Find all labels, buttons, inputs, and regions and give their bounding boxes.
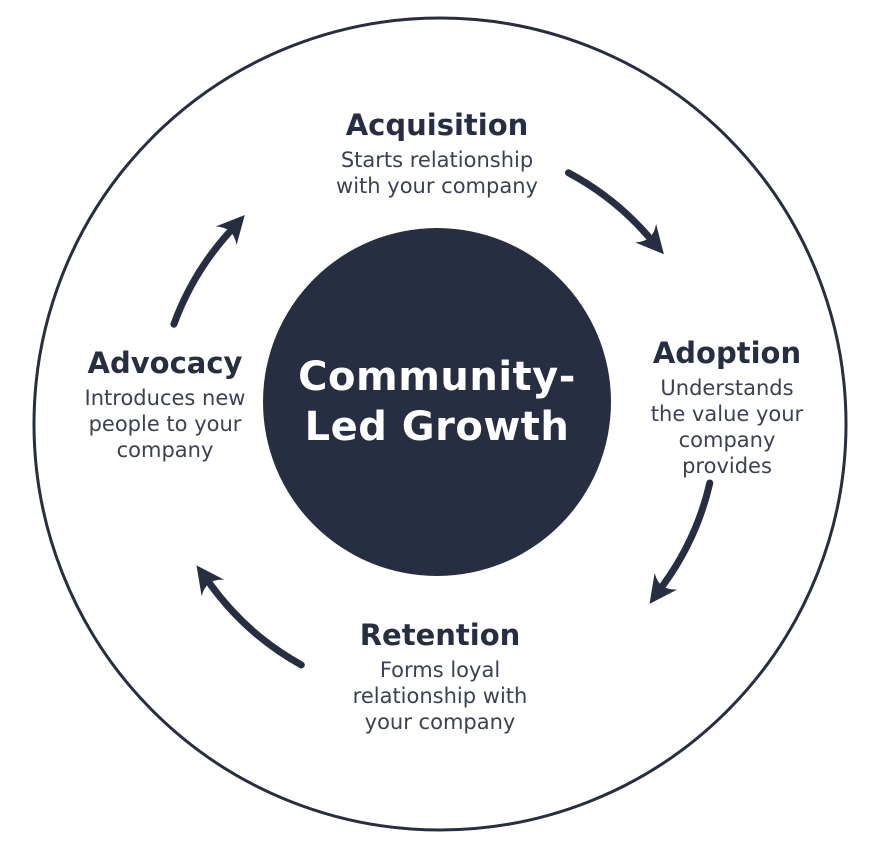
stage-acquisition-desc-line: Starts relationship: [340, 148, 534, 172]
stage-advocacy: Advocacy Introduces new people to your c…: [50, 346, 280, 463]
center-circle: Community- Led Growth: [263, 228, 611, 576]
stage-adoption-desc-line: provides: [682, 454, 772, 478]
outer-circle: [32, 16, 848, 832]
stage-adoption-desc-line: company: [678, 428, 776, 452]
stage-retention-desc-line: relationship with: [352, 684, 528, 708]
stage-advocacy-desc-line: people to your: [88, 412, 242, 436]
stage-retention-title: Retention: [359, 618, 521, 652]
arrow-retention-to-advocacy-icon: [196, 565, 305, 669]
arrow-advocacy-to-acquisition-icon: [170, 215, 245, 328]
stage-adoption-title: Adoption: [652, 336, 802, 370]
stage-retention: Retention Forms loyal relationship with …: [310, 618, 570, 735]
stage-adoption-desc-line: Understands: [660, 376, 794, 400]
stage-retention-desc-line: Forms loyal: [379, 658, 501, 682]
stage-adoption: Adoption Understands the value your comp…: [617, 336, 837, 479]
stage-advocacy-desc-line: company: [116, 438, 214, 462]
stage-adoption-desc-line: the value your: [650, 402, 804, 426]
center-title-line1: Community-: [298, 354, 576, 400]
stage-acquisition-title: Acquisition: [345, 108, 529, 142]
center-title-line2: Led Growth: [304, 404, 570, 450]
stage-advocacy-desc-line: Introduces new: [84, 386, 246, 410]
stage-acquisition: Acquisition Starts relationship with you…: [237, 108, 637, 199]
arrow-acquisition-to-adoption-icon: [565, 169, 664, 255]
stage-retention-desc-line: your company: [364, 710, 516, 734]
stage-acquisition-desc-line: with your company: [336, 174, 538, 198]
arrow-adoption-to-retention-icon: [649, 479, 714, 604]
stage-advocacy-title: Advocacy: [87, 346, 243, 380]
